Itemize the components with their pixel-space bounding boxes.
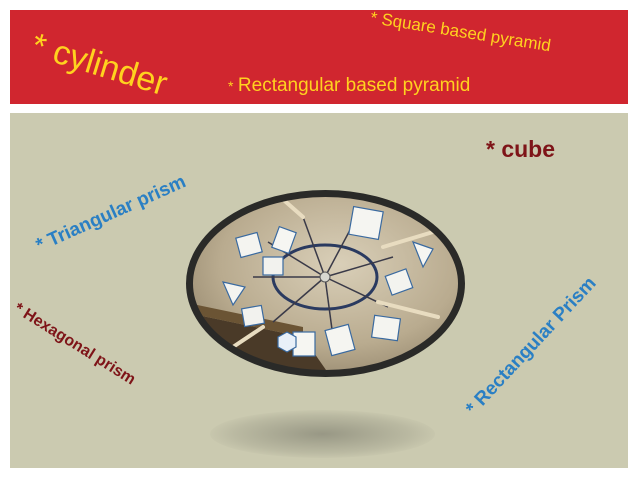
label-text: Rectangular based pyramid: [237, 75, 471, 96]
title-banner: [10, 10, 628, 104]
label-rectangular-based-pyramid: * Rectangular based pyramid: [228, 75, 470, 97]
mobile-photo: [183, 187, 468, 380]
label-cube: * cube: [486, 136, 556, 162]
mobile-illustration: [186, 190, 465, 377]
bullet-star: *: [228, 78, 234, 94]
photo-shadow: [210, 410, 435, 458]
